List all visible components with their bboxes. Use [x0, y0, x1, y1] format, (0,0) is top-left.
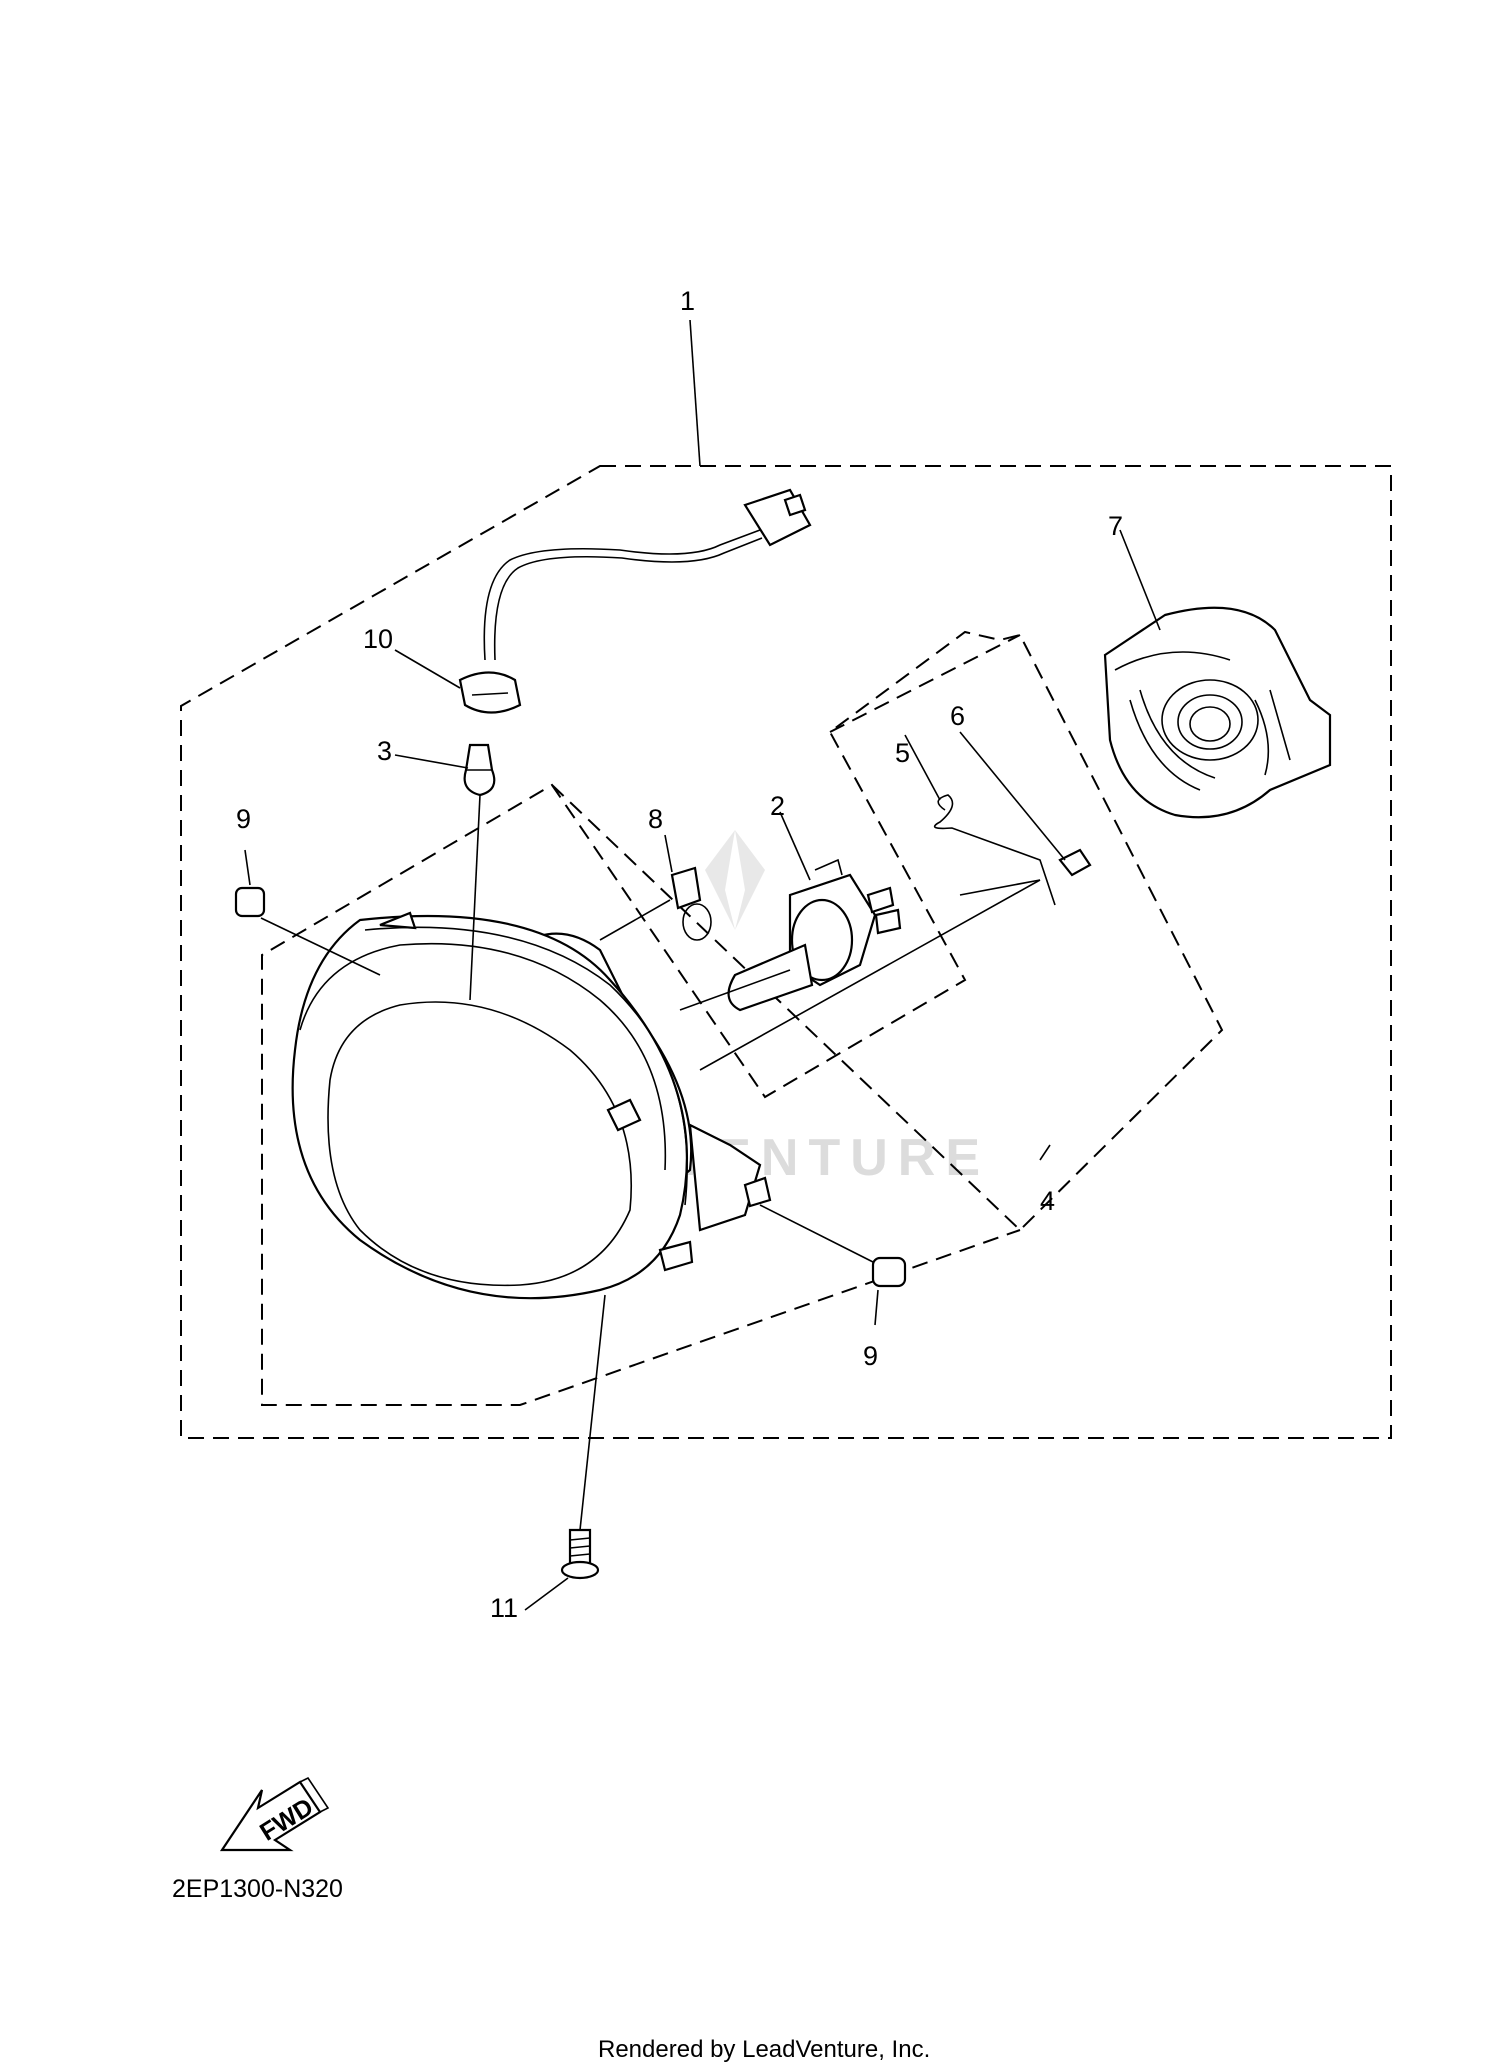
grommet	[670, 866, 712, 941]
adjusting-screw	[1058, 848, 1092, 877]
callout-10: 10	[363, 624, 393, 654]
assembly-group-1-outline	[180, 465, 1392, 1439]
bulb-group-outline	[829, 634, 1021, 733]
headlight-unit	[291, 911, 772, 1300]
render-credit: Rendered by LeadVenture, Inc.	[598, 2036, 930, 2063]
callout-6: 6	[950, 701, 965, 731]
callout-1: 1	[680, 286, 695, 316]
callout-8: 8	[648, 804, 663, 834]
callout-2: 2	[770, 791, 785, 821]
forward-direction-indicator: FWD	[219, 1776, 330, 1852]
callout-3: 3	[377, 736, 392, 766]
callout-4: 4	[1040, 1186, 1055, 1216]
assembly-group-4-outline	[261, 630, 1224, 1406]
watermark-logo-icon	[705, 830, 765, 930]
callout-11: 11	[490, 1593, 518, 1623]
damper-left	[234, 886, 266, 918]
callouts: 1 2 3 4 5 6 7 8 9 9 10 11	[236, 286, 1123, 1623]
callout-9-right: 9	[863, 1341, 878, 1371]
bulb-socket-harness	[458, 488, 812, 714]
callout-9-left: 9	[236, 804, 251, 834]
callout-5: 5	[895, 738, 910, 768]
headlight-bulb	[727, 858, 902, 1012]
leader-lines	[244, 319, 1161, 1611]
damper-right	[871, 1256, 907, 1288]
headlight-housing	[1103, 606, 1332, 819]
fwd-arrow-icon	[219, 1780, 322, 1852]
diagram-code: 2EP1300-N320	[172, 1875, 343, 1903]
position-bulb	[463, 743, 496, 797]
bulb-retaining-spring	[933, 794, 1056, 906]
callout-7: 7	[1108, 511, 1123, 541]
mounting-screw	[560, 1528, 600, 1580]
